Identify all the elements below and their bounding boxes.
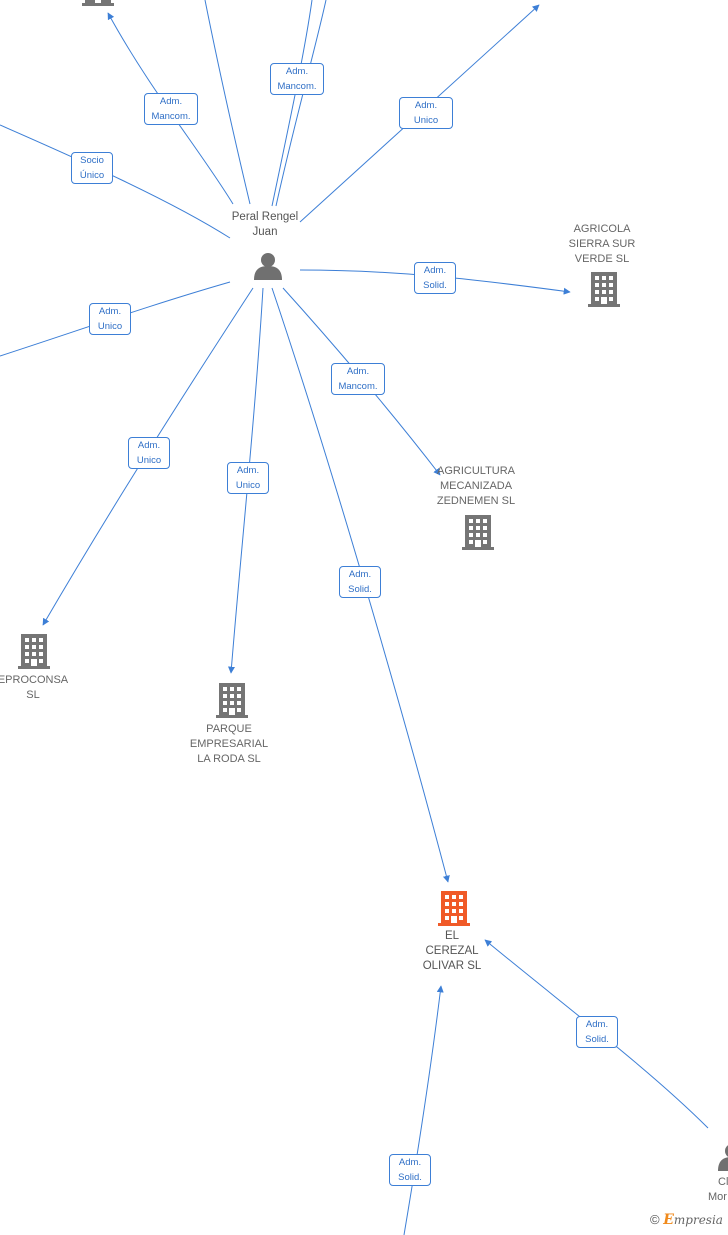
agricola-label[interactable]: AGRICOLA SIERRA SUR VERDE SL <box>542 222 662 267</box>
relation-label[interactable]: Adm. Unico <box>399 97 453 129</box>
relation-role: Adm. <box>348 569 372 580</box>
relation-role: Adm. <box>585 1019 609 1030</box>
relation-type: Unico <box>136 455 162 466</box>
relation-type: Solid. <box>423 280 447 291</box>
parque-name-line3: LA RODA SL <box>197 753 261 765</box>
agricultura-name-line1: AGRICULTURA <box>436 465 516 477</box>
center-person-icon[interactable] <box>254 253 282 280</box>
relation-label[interactable]: Adm. Mancom. <box>331 363 385 395</box>
relation-role: Adm. <box>137 440 161 451</box>
relation-role: Adm. <box>98 306 122 317</box>
edge-bottom-to-cerezal <box>403 985 444 1235</box>
partial-person-label[interactable]: Cl Mor <box>708 1175 728 1205</box>
footer-watermark: © Empresia <box>650 1212 723 1228</box>
relation-label[interactable]: Adm. Unico <box>89 303 131 335</box>
relation-label[interactable]: Adm. Solid. <box>389 1154 431 1186</box>
edge-center-to-left-upper <box>0 124 231 239</box>
center-person-name-line1: Peral Rengel <box>231 211 299 223</box>
cerezal-name-line1: EL <box>444 930 460 942</box>
cerezal-name-line2: CEREZAL <box>425 945 479 957</box>
edge-center-to-top-a <box>271 0 313 207</box>
relation-type: Mancom. <box>277 81 317 92</box>
relation-type: Solid. <box>585 1034 609 1045</box>
parque-label[interactable]: PARQUE EMPRESARIAL LA RODA SL <box>169 722 289 767</box>
relation-type: Mancom. <box>151 111 191 122</box>
proconsa-label[interactable]: EPROCONSA SL <box>0 673 93 703</box>
relation-type: Único <box>79 170 105 181</box>
relation-role: Adm. <box>423 265 447 276</box>
relation-role: Adm. <box>346 366 370 377</box>
relation-label[interactable]: Adm. Mancom. <box>270 63 324 95</box>
relation-type: Unico <box>413 115 439 126</box>
cerezal-building-icon[interactable] <box>438 891 470 926</box>
relation-role: Adm. <box>236 465 260 476</box>
relation-type: Solid. <box>348 584 372 595</box>
agricultura-building-icon[interactable] <box>462 515 494 550</box>
agricultura-name-line3: ZEDNEMEN SL <box>436 495 516 507</box>
parque-name-line2: EMPRESARIAL <box>189 738 269 750</box>
proconsa-name-line1: EPROCONSA <box>0 674 69 686</box>
top-left-building-icon[interactable] <box>82 0 114 6</box>
relation-role: Adm. <box>398 1157 422 1168</box>
relation-label[interactable]: Adm. Solid. <box>414 262 456 294</box>
agricola-building-icon[interactable] <box>588 272 620 307</box>
agricultura-name-line2: MECANIZADA <box>439 480 513 492</box>
relation-role: Socio <box>80 155 104 166</box>
relation-type: Unico <box>97 321 123 332</box>
relation-label[interactable]: Adm. Unico <box>128 437 170 469</box>
brand-logo: Empresia <box>663 1212 723 1228</box>
relation-type: Solid. <box>398 1172 422 1183</box>
copyright-symbol: © <box>650 1212 660 1227</box>
edge-center-to-top-left-line <box>204 0 251 205</box>
cerezal-label[interactable]: EL CEREZAL OLIVAR SL <box>392 929 512 974</box>
relation-label[interactable]: Adm. Mancom. <box>144 93 198 125</box>
relation-role: Adm. <box>285 66 309 77</box>
agricola-name-line1: AGRICOLA <box>573 223 631 235</box>
parque-building-icon[interactable] <box>216 683 248 718</box>
center-person-name-line2: Juan <box>252 226 278 238</box>
partial-person-name-line1: Cl <box>718 1176 728 1188</box>
relation-label[interactable]: Socio Único <box>71 152 113 184</box>
relation-type: Unico <box>235 480 261 491</box>
edge-center-to-top-b <box>275 0 327 207</box>
relation-role: Adm. <box>159 96 183 107</box>
partial-person-icon[interactable] <box>718 1144 728 1171</box>
agricultura-label[interactable]: AGRICULTURA MECANIZADA ZEDNEMEN SL <box>416 464 536 509</box>
relation-label[interactable]: Adm. Solid. <box>576 1016 618 1048</box>
relation-label[interactable]: Adm. Solid. <box>339 566 381 598</box>
partial-person-name-line2: Mor <box>708 1191 727 1203</box>
agricola-name-line2: SIERRA SUR <box>568 238 636 250</box>
proconsa-name-line2: SL <box>26 689 40 701</box>
center-person-label[interactable]: Peral Rengel Juan <box>205 210 325 240</box>
relation-label[interactable]: Adm. Unico <box>227 462 269 494</box>
relation-type: Mancom. <box>338 381 378 392</box>
brand-text: mpresia <box>673 1213 723 1227</box>
cerezal-name-line3: OLIVAR SL <box>422 960 482 972</box>
brand-initial: E <box>663 1212 674 1228</box>
proconsa-building-icon[interactable] <box>18 634 50 669</box>
relation-role: Adm. <box>414 100 438 111</box>
parque-name-line1: PARQUE <box>206 723 252 735</box>
agricola-name-line3: VERDE SL <box>574 253 630 265</box>
